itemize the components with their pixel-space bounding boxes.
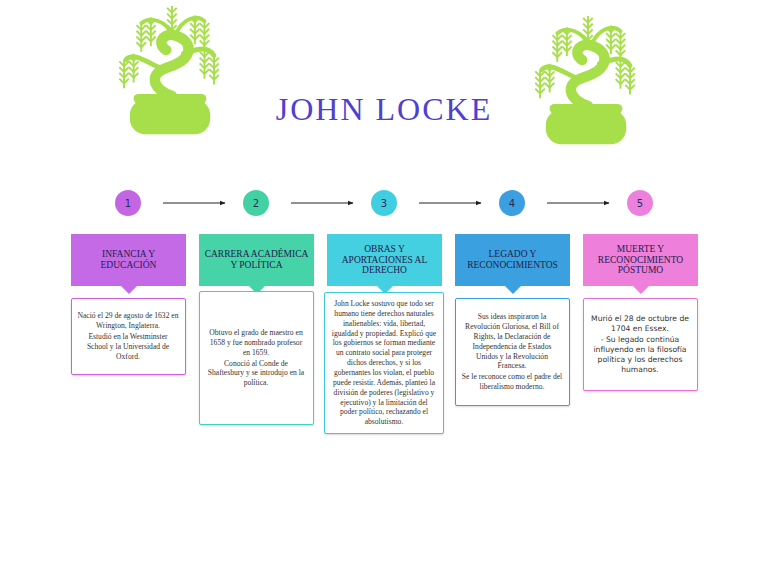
step-number: 4 [509, 198, 515, 209]
banner-pointer-shape [633, 286, 649, 294]
section-heading: LEGADO Y RECONOCIMIENTOS [459, 249, 566, 271]
text-card: Obtuvo el grado de maestro en 1658 y fue… [199, 291, 314, 425]
text-card: Murió el 28 de octubre de 1704 en Essex.… [583, 298, 698, 391]
number-circle: 3 [371, 190, 397, 216]
title: JOHN LOCKE [234, 90, 534, 128]
section-text: Nació el 29 de agosto de 1632 en Wringto… [78, 311, 179, 331]
banner-pointer [121, 286, 137, 294]
section-text: Murió el 28 de octubre de 1704 en Essex. [590, 314, 691, 334]
number-circle: 4 [499, 190, 525, 216]
section-banner: MUERTE Y RECONOCIMIENTO PÓSTUMO [583, 234, 698, 286]
section-banner: INFANCIA Y EDUCACIÓN [71, 234, 186, 286]
step-number: 2 [253, 198, 259, 209]
flow-arrow [419, 203, 481, 204]
section-heading: MUERTE Y RECONOCIMIENTO PÓSTUMO [587, 244, 694, 277]
flow-arrow [163, 203, 225, 204]
section-banner: CARRERA ACADÉMICA Y POLÍTICA [199, 234, 314, 286]
text-card: John Locke sostuvo que todo ser humano t… [324, 292, 444, 434]
number-circle: 1 [115, 190, 141, 216]
step-number: 3 [381, 198, 387, 209]
section-banner: OBRAS Y APORTACIONES AL DERECHO [327, 234, 442, 286]
flow-arrow [547, 203, 609, 204]
section-text: Sus ideas inspiraron la Revolución Glori… [462, 312, 563, 371]
bonsai-illustration [119, 6, 219, 134]
section-text: Se le reconoce como el padre del liberal… [462, 372, 563, 392]
text-card: Sus ideas inspiraron la Revolución Glori… [455, 298, 570, 406]
number-circle: 5 [627, 190, 653, 216]
banner-pointer-shape [505, 286, 521, 294]
number-circle: 2 [243, 190, 269, 216]
section-text: Conoció al Conde de Shaftesbury y se int… [206, 359, 307, 389]
section-heading: CARRERA ACADÉMICA Y POLÍTICA [203, 249, 310, 271]
banner-pointer-shape [121, 286, 137, 294]
section-text: Estudió en la Westminster School y la Un… [78, 332, 179, 362]
section-heading: INFANCIA Y EDUCACIÓN [75, 249, 182, 271]
step-number: 1 [125, 198, 131, 209]
banner-pointer [633, 286, 649, 294]
text-card: Nació el 29 de agosto de 1632 en Wringto… [71, 298, 186, 375]
section-banner: LEGADO Y RECONOCIMIENTOS [455, 234, 570, 286]
bonsai-illustration [535, 16, 635, 144]
section-heading: OBRAS Y APORTACIONES AL DERECHO [331, 244, 438, 277]
banner-pointer [505, 286, 521, 294]
section-text: Obtuvo el grado de maestro en 1658 y fue… [206, 328, 307, 358]
section-text: John Locke sostuvo que todo ser humano t… [331, 299, 437, 427]
flow-arrow [291, 203, 353, 204]
step-number: 5 [637, 198, 643, 209]
section-text: - Su legado continúa influyendo en la fi… [590, 335, 691, 374]
